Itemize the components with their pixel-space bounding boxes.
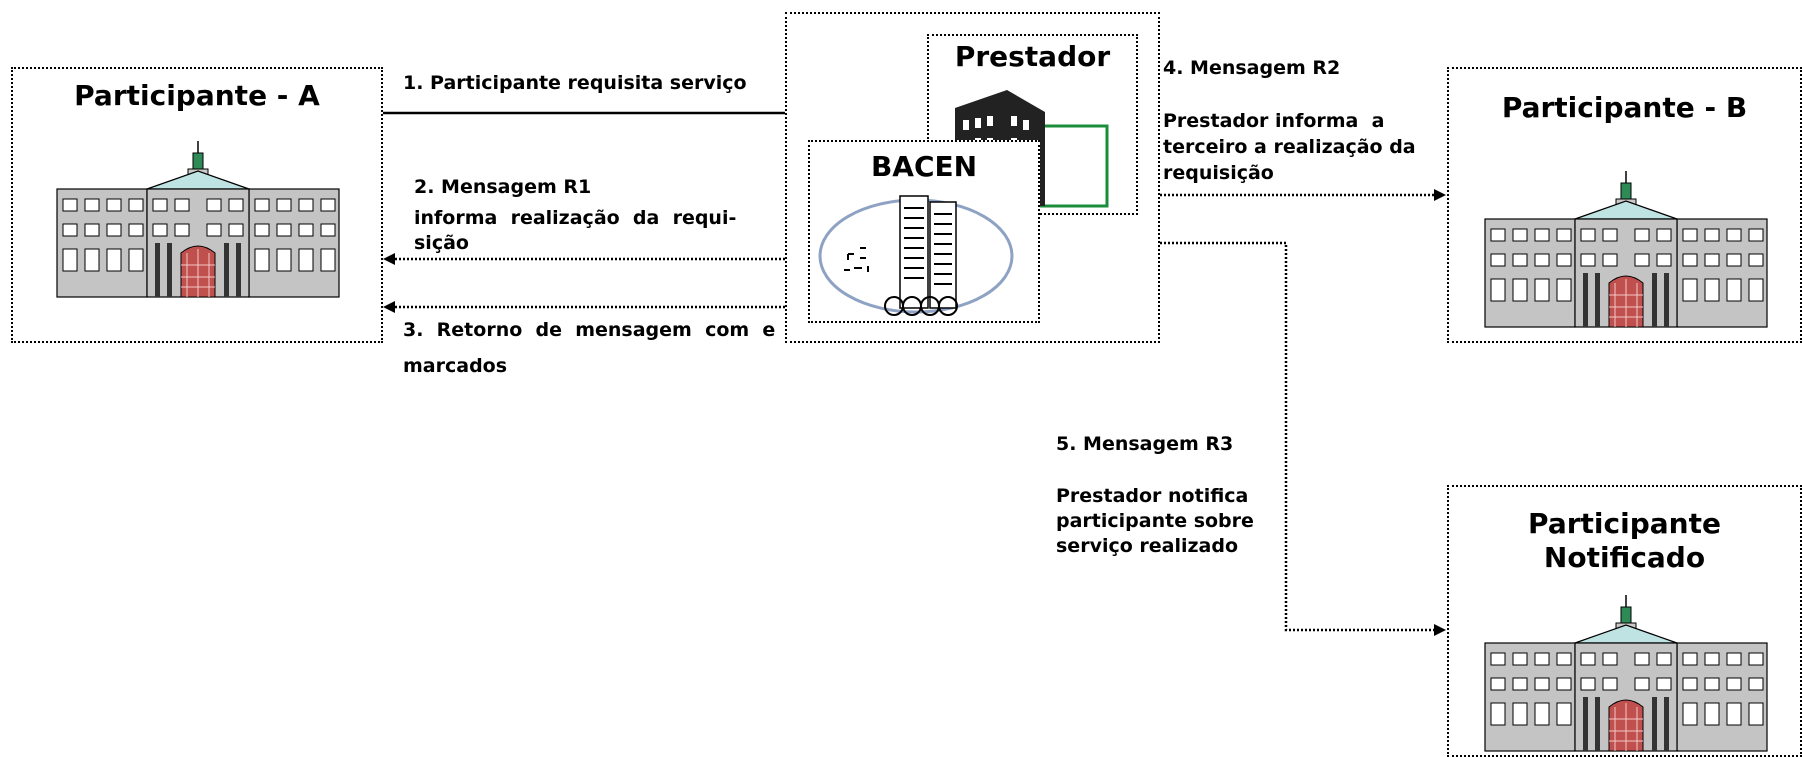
message-2-line1: informa realização da requi- <box>414 207 737 229</box>
message-3-line2: marcados <box>403 355 508 377</box>
bank-building-icon <box>1484 170 1768 328</box>
participant-b-title: Participante - B <box>1501 91 1748 124</box>
bacen-logo-icon <box>818 195 1014 316</box>
message-4-line1: Prestador informa a <box>1163 110 1385 132</box>
participant-notified-title-line2: Notificado <box>1543 541 1706 574</box>
bank-building-icon <box>1484 594 1768 752</box>
message-4-line3: requisição <box>1163 162 1274 184</box>
message-4-title: 4. Mensagem R2 <box>1163 57 1341 79</box>
message-2-title: 2. Mensagem R1 <box>414 176 592 198</box>
message-3-line1: 3. Retorno de mensagem com e <box>403 320 776 341</box>
bacen-box: BACEN <box>808 140 1040 323</box>
message-5-line1: Prestador notifica <box>1056 485 1249 507</box>
bacen-title: BACEN <box>870 150 978 183</box>
message-4-line2: terceiro a realização da <box>1163 136 1416 158</box>
message-5-line3: serviço realizado <box>1056 535 1239 557</box>
prestador-title: Prestador <box>954 40 1111 73</box>
message-5-line2: participante sobre <box>1056 510 1254 532</box>
participant-a-box: Participante - A <box>11 67 383 343</box>
participant-a-title: Participante - A <box>74 79 320 112</box>
arrow-5 <box>1160 241 1446 636</box>
bank-building-icon <box>56 140 340 298</box>
participant-notified-title-line1: Participante <box>1528 507 1721 540</box>
message-1-label: 1. Participante requisita serviço <box>403 72 747 94</box>
message-2-line2: sição <box>414 232 469 254</box>
message-5-title: 5. Mensagem R3 <box>1056 433 1234 455</box>
participant-notified-box: Participante Notificado <box>1447 485 1802 757</box>
participant-b-box: Participante - B <box>1447 67 1802 343</box>
